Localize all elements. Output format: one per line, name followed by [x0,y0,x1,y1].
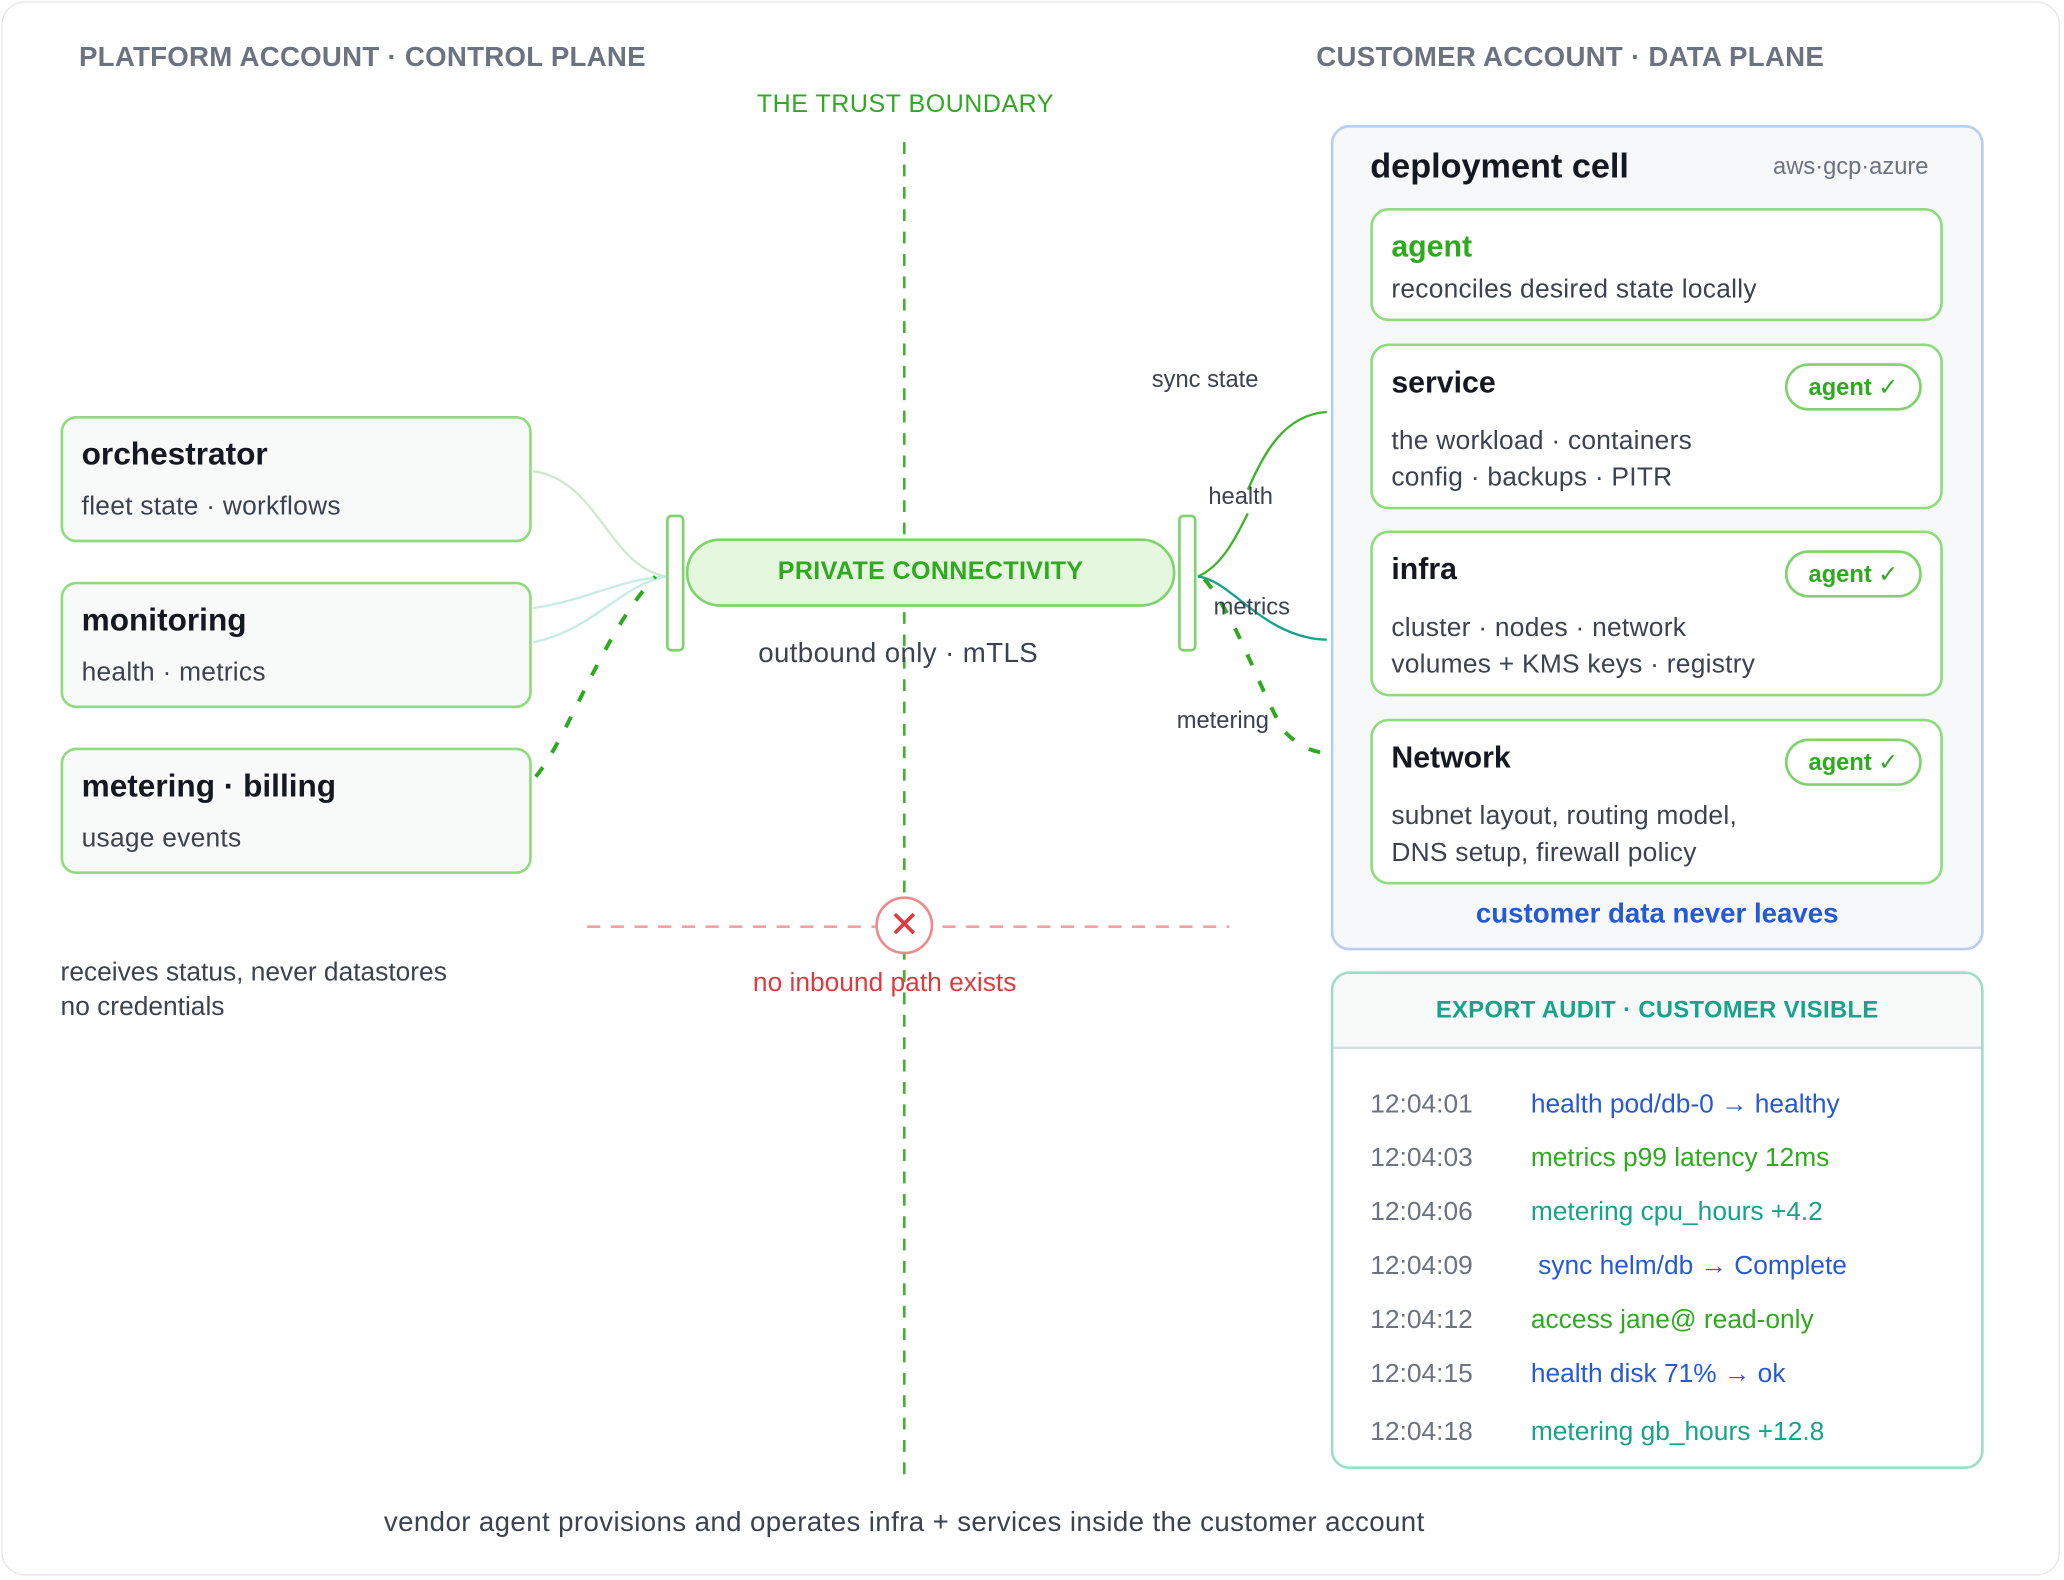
audit-event: metering cpu_hours +4.2 [1530,1197,1823,1227]
export-audit-panel: EXPORT AUDIT · CUSTOMER VISIBLE 12:04:01… [1330,971,1984,1469]
box-title: metering · billing [81,768,337,805]
component-title: service [1391,364,1496,399]
component-line: volumes + KMS keys · registry [1391,650,1756,680]
footer-caption: vendor agent provisions and operates inf… [383,1507,1425,1538]
monitoring-box: monitoring health · metrics [60,581,532,709]
edge-label-health: health [1208,483,1273,510]
audit-row: 12:04:15 health disk 71% → ok [1333,1360,1981,1399]
agent-description: reconciles desired state locally [1391,275,1757,305]
audit-time: 12:04:09 [1370,1251,1473,1281]
no-inbound-label: no inbound path exists [752,968,1017,998]
edge-label-sync: sync state [1151,365,1259,393]
audit-event: access jane@ read-only [1530,1305,1814,1335]
x-icon: ✕ [875,896,934,955]
box-title: monitoring [81,602,247,639]
tunnel-cap-right [1178,514,1197,652]
audit-row: 12:04:03 metrics p99 latency 12ms [1333,1144,1981,1183]
service-box: service agent ✓ the workload · container… [1370,343,1943,510]
tunnel-cap-left [666,514,685,652]
tunnel-label: PRIVATE CONNECTIVITY [777,558,1084,586]
audit-row: 12:04:06 metering cpu_hours +4.2 [1333,1198,1981,1237]
component-title: Network [1391,739,1511,774]
agent-title: agent [1391,229,1473,264]
note-line: no credentials [60,992,225,1022]
audit-time: 12:04:12 [1370,1305,1473,1335]
infra-box: infra agent ✓ cluster · nodes · network … [1370,530,1943,697]
audit-time: 12:04:18 [1370,1417,1473,1447]
metering-billing-box: metering · billing usage events [60,747,532,875]
agent-badge: agent ✓ [1784,738,1922,786]
cloud-providers: aws·gcp·azure [1773,152,1929,180]
deployment-cell-title: deployment cell [1370,146,1629,186]
audit-time: 12:04:01 [1370,1089,1473,1119]
network-box: Network agent ✓ subnet layout, routing m… [1370,718,1943,885]
monitoring-link-1 [532,575,667,610]
component-line: the workload · containers [1391,426,1693,456]
box-subtitle: health · metrics [81,658,266,688]
note-line: receives status, never datastores [60,958,447,988]
audit-event: metrics p99 latency 12ms [1530,1143,1830,1173]
audit-title: EXPORT AUDIT · CUSTOMER VISIBLE [1333,974,1982,1050]
control-plane-header: PLATFORM ACCOUNT · CONTROL PLANE [78,42,646,73]
audit-row: 12:04:18 metering gb_hours +12.8 [1333,1418,1981,1457]
monitoring-link-2 [532,575,667,644]
component-line: config · backups · PITR [1391,463,1673,493]
tunnel-sublabel: outbound only · mTLS [758,638,1039,669]
component-line: cluster · nodes · network [1391,613,1687,643]
box-subtitle: fleet state · workflows [81,492,341,522]
box-subtitle: usage events [81,824,242,853]
metrics-link [1197,575,1327,641]
data-plane-header: CUSTOMER ACCOUNT · DATA PLANE [1316,42,1825,73]
orchestrator-box: orchestrator fleet state · workflows [60,415,532,543]
private-connectivity-tunnel: PRIVATE CONNECTIVITY [685,538,1176,607]
edge-label-metering: metering [1176,706,1269,734]
sync-state-link [1246,410,1327,491]
metering-link-right [1202,577,1330,755]
component-line: subnet layout, routing model, [1391,801,1738,831]
orchestrator-link [532,470,667,578]
health-link [1197,512,1249,578]
audit-event: health disk 71% → ok [1530,1359,1786,1389]
data-never-leaves-label: customer data never leaves [1475,899,1839,930]
audit-event: metering gb_hours +12.8 [1530,1417,1825,1447]
component-title: infra [1391,551,1457,586]
trust-boundary-label: THE TRUST BOUNDARY [756,90,1055,119]
agent-badge: agent ✓ [1784,550,1922,598]
edge-label-metrics: metrics [1213,593,1290,620]
box-title: orchestrator [81,437,268,473]
audit-time: 12:04:06 [1370,1197,1473,1227]
audit-time: 12:04:15 [1370,1359,1473,1389]
component-line: DNS setup, firewall policy [1391,838,1697,868]
agent-badge: agent ✓ [1784,363,1922,411]
audit-row: 12:04:01 health pod/db-0 → healthy [1333,1090,1981,1129]
audit-row: 12:04:09 sync helm/db → Complete [1333,1252,1981,1291]
agent-box: agent reconciles desired state locally [1370,207,1943,322]
audit-row: 12:04:12 access jane@ read-only [1333,1306,1981,1345]
control-plane-note: receives status, never datastores no cre… [61,956,447,1024]
audit-event: health pod/db-0 → healthy [1530,1089,1840,1119]
audit-time: 12:04:03 [1370,1143,1473,1173]
audit-event: sync helm/db → Complete [1530,1251,1847,1281]
metering-link-left [534,575,657,778]
